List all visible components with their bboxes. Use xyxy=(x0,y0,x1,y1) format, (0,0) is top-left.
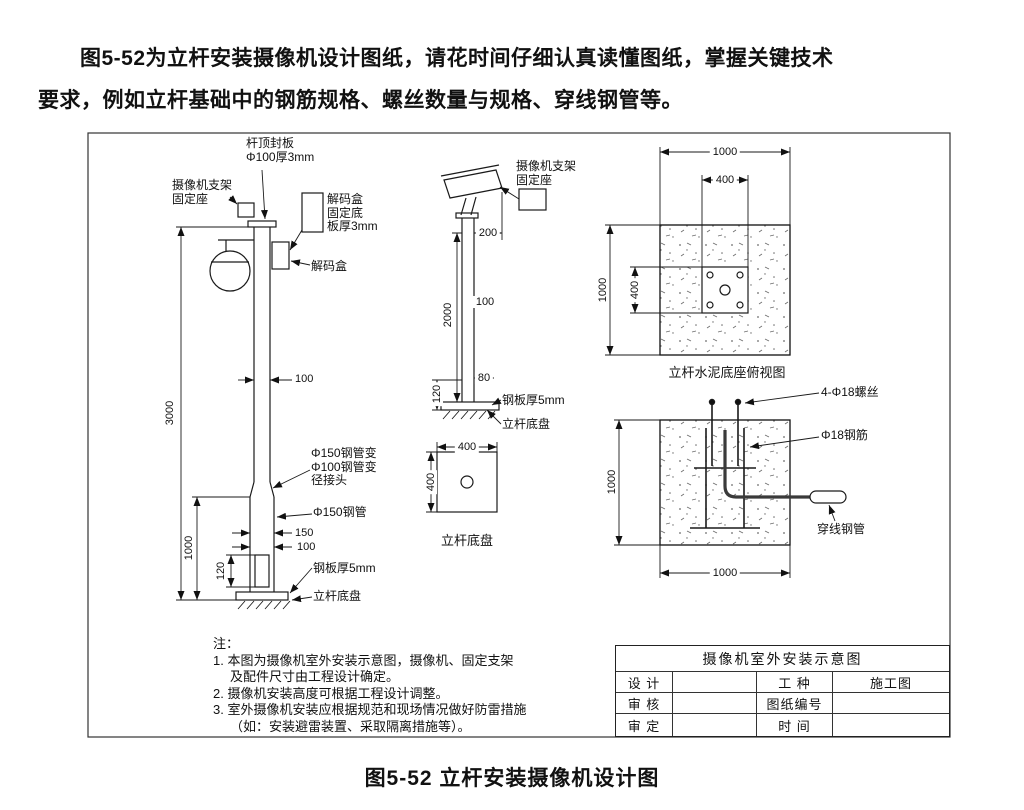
plate-5mm-side-label: 钢板厚5mm xyxy=(502,393,565,407)
section-dim-width: 1000 xyxy=(709,567,741,579)
decoder-box xyxy=(271,241,290,270)
title-block-empty-cell xyxy=(832,692,949,713)
title-block-empty-cell xyxy=(672,671,756,692)
title-block-construction: 施工图 xyxy=(832,671,949,692)
dim-120-side-label: 120 xyxy=(431,381,443,407)
pole-side-leaders xyxy=(486,186,520,425)
pipe-150-label: Φ150钢管 xyxy=(313,505,367,519)
front-bracket-seat-label: 摄像机支架 固定座 xyxy=(172,178,233,206)
top-view-dim-400w: 400 xyxy=(712,174,738,186)
dim-100-front-label: 100 xyxy=(295,373,314,385)
notes-line: 1. 本图为摄像机室外安装示意图，摄像机、固定支架 xyxy=(213,652,514,668)
title-block-approve: 审 定 xyxy=(616,713,672,736)
decoder-box-label: 解码盒 xyxy=(311,259,348,273)
top-view-dim-1000w: 1000 xyxy=(709,146,741,158)
title-block-drawing-no: 图纸编号 xyxy=(756,692,832,713)
anchor-bolt-hole xyxy=(736,271,744,279)
title-block: 摄像机室外安装示意图 设 计 工 种 施工图 审 核 图纸编号 审 定 时 间 xyxy=(615,645,950,737)
conduit-pipe-end xyxy=(809,490,847,504)
notes-title: 注： xyxy=(213,636,240,651)
anchor-bolt-hole xyxy=(706,271,714,279)
pole-front-dimensions xyxy=(176,226,292,601)
dim-3000-label: 3000 xyxy=(164,400,176,426)
base-plate-dim-width: 400 xyxy=(454,441,480,453)
pole-base-front-label: 立杆底盘 xyxy=(313,589,362,603)
anchor-bolts-label: 4-Φ18螺丝 xyxy=(821,385,879,399)
anchor-bolt-hole xyxy=(736,301,744,309)
dim-1000-front-label: 1000 xyxy=(183,535,195,561)
title-block-date: 时 间 xyxy=(756,713,832,736)
dim-200-label: 200 xyxy=(475,227,501,239)
foundation-top-view-title: 立杆水泥底座俯视图 xyxy=(668,365,786,380)
decoder-plate-icon xyxy=(301,192,324,233)
title-block-design: 设 计 xyxy=(616,671,672,692)
dim-150-label: 150 xyxy=(295,527,314,539)
title-block-header: 摄像机室外安装示意图 xyxy=(702,650,863,667)
foundation-section-view xyxy=(659,398,847,546)
decoder-plate-label: 解码盒 固定底 板厚3mm xyxy=(327,192,378,233)
notes-line: 3. 室外摄像机安装应根据规范和现场情况做好防雷措施 xyxy=(213,702,527,717)
title-block-review: 审 核 xyxy=(616,692,672,713)
base-plate-detail xyxy=(436,451,498,513)
anchor-bolt-hole xyxy=(706,301,714,309)
pole-side-view xyxy=(440,164,547,420)
dome-camera xyxy=(209,250,251,292)
dim-120-front-label: 120 xyxy=(215,561,227,581)
side-bracket-seat-label: 摄像机支架 固定座 xyxy=(516,159,577,187)
anchor-bolts xyxy=(711,404,739,466)
rebar-label: Φ18钢筋 xyxy=(821,428,868,442)
notes-line: 及配件尺寸由工程设计确定。 xyxy=(230,669,400,684)
figure-caption: 图5-52 立杆安装摄像机设计图 xyxy=(364,767,660,790)
intro-line-1: 图5-52为立杆安装摄像机设计图纸，请花时间仔细认真读懂图纸，掌握关键技术 xyxy=(80,47,834,70)
intro-line-2: 要求，例如立杆基础中的钢筋规格、螺丝数量与规格、穿线钢管等。 xyxy=(38,89,683,112)
front-top-plate-label: 杆顶封板 Φ100厚3mm xyxy=(246,136,315,164)
bracket-seat-icon xyxy=(518,188,547,211)
title-block-work-type: 工 种 xyxy=(756,671,832,692)
dim-100-side-label: 100 xyxy=(472,296,498,308)
title-block-empty-cell xyxy=(672,713,756,736)
reducer-label: Φ150钢管变 Φ100钢管变 径接头 xyxy=(311,446,377,487)
dim-100b-label: 100 xyxy=(297,541,316,553)
notes-line: （如：安装避雷装置、采取隔离措施等）。 xyxy=(230,718,471,734)
conduit-pipe xyxy=(723,430,812,499)
notes-block: 注： 1. 本图为摄像机室外安装示意图，摄像机、固定支架 及配件尺寸由工程设计确… xyxy=(213,636,526,735)
dim-2000-label: 2000 xyxy=(442,302,454,328)
dim-80-label: 80 xyxy=(474,372,494,384)
pole-front-view xyxy=(209,192,324,610)
base-plate-dim-height: 400 xyxy=(425,469,437,495)
base-plate-view-title: 立杆底盘 xyxy=(440,533,494,548)
top-view-dim-400h: 400 xyxy=(629,277,641,303)
rebar-cage xyxy=(690,428,760,529)
notes-line: 2. 摄像机安装高度可根据工程设计调整。 xyxy=(213,685,449,701)
section-dim-height: 1000 xyxy=(606,469,618,495)
pole-base-side-label: 立杆底盘 xyxy=(502,417,551,431)
top-view-dim-1000h: 1000 xyxy=(597,277,609,303)
title-block-empty-cell xyxy=(832,713,949,736)
drawing-frame xyxy=(87,132,951,738)
intro-paragraph: 图5-52为立杆安装摄像机设计图纸，请花时间仔细认真读懂图纸，掌握关键技术 要求… xyxy=(38,38,996,122)
conduit-label: 穿线钢管 xyxy=(817,522,866,536)
foundation-top-view xyxy=(659,224,791,356)
foundation-section-leaders xyxy=(744,392,836,522)
plate-5mm-front-label: 钢板厚5mm xyxy=(313,561,376,575)
pole-front-leaders xyxy=(228,169,313,603)
title-block-empty-cell xyxy=(672,692,756,713)
